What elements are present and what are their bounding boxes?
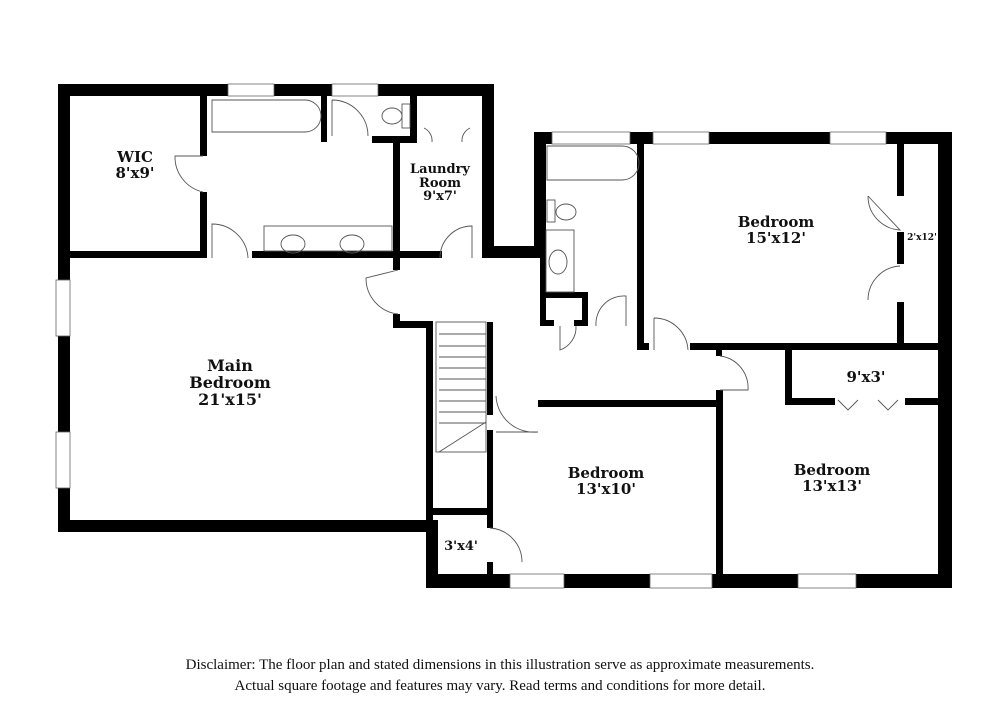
room-label-closet-3x4: 3'x4': [437, 540, 485, 554]
room-dimensions: 8'x9': [115, 163, 155, 182]
room-label-bedroom-se: Bedroom 13'x13': [772, 461, 892, 495]
room-label-bedroom-s: Bedroom 13'x10': [546, 464, 666, 498]
room-dimensions: 3'x4': [444, 539, 478, 554]
room-label-main-bedroom: Main Bedroom 21'x15': [170, 356, 290, 409]
room-label-wic: WIC 8'x9': [95, 148, 175, 182]
toilet-icon: [381, 103, 577, 223]
exterior-walls: [58, 84, 952, 588]
room-name-line2: Bedroom: [189, 372, 271, 392]
room-label-closet-2x12: 2'x12': [900, 233, 944, 243]
room-dimensions: 9'x7': [423, 189, 457, 205]
window-icon: [55, 83, 887, 589]
room-dimensions: 2'x12': [907, 233, 937, 243]
room-dimensions: 9'x3': [846, 368, 886, 386]
disclaimer-line-2: Actual square footage and features may v…: [234, 678, 766, 694]
room-dimensions: 15'x12': [746, 228, 806, 247]
stairs-icon: [435, 321, 487, 453]
interior-walls: [70, 96, 952, 580]
room-label-closet-9x3: 9'x3': [826, 368, 906, 386]
room-name: Bedroom: [793, 461, 871, 479]
disclaimer: Disclaimer: The floor plan and stated di…: [0, 655, 1000, 697]
room-name: Bedroom: [737, 213, 815, 231]
disclaimer-line-1: Disclaimer: The floor plan and stated di…: [185, 657, 815, 673]
bathtub-icon: [211, 99, 640, 181]
room-name: Laundry: [410, 162, 470, 177]
room-label-bedroom-ne: Bedroom 15'x12': [716, 213, 836, 247]
room-dimensions: 13'x13': [802, 476, 862, 495]
door-icon: [174, 99, 902, 563]
room-name: Bedroom: [567, 464, 645, 482]
room-name-line2: Room: [419, 175, 461, 191]
room-dimensions: 13'x10': [576, 479, 636, 498]
sink-icon: [263, 225, 575, 293]
room-name: Main: [207, 356, 253, 375]
room-dimensions: 21'x15': [198, 389, 262, 409]
room-label-laundry: Laundry Room 9'x7': [400, 163, 480, 204]
room-name: WIC: [117, 148, 153, 166]
